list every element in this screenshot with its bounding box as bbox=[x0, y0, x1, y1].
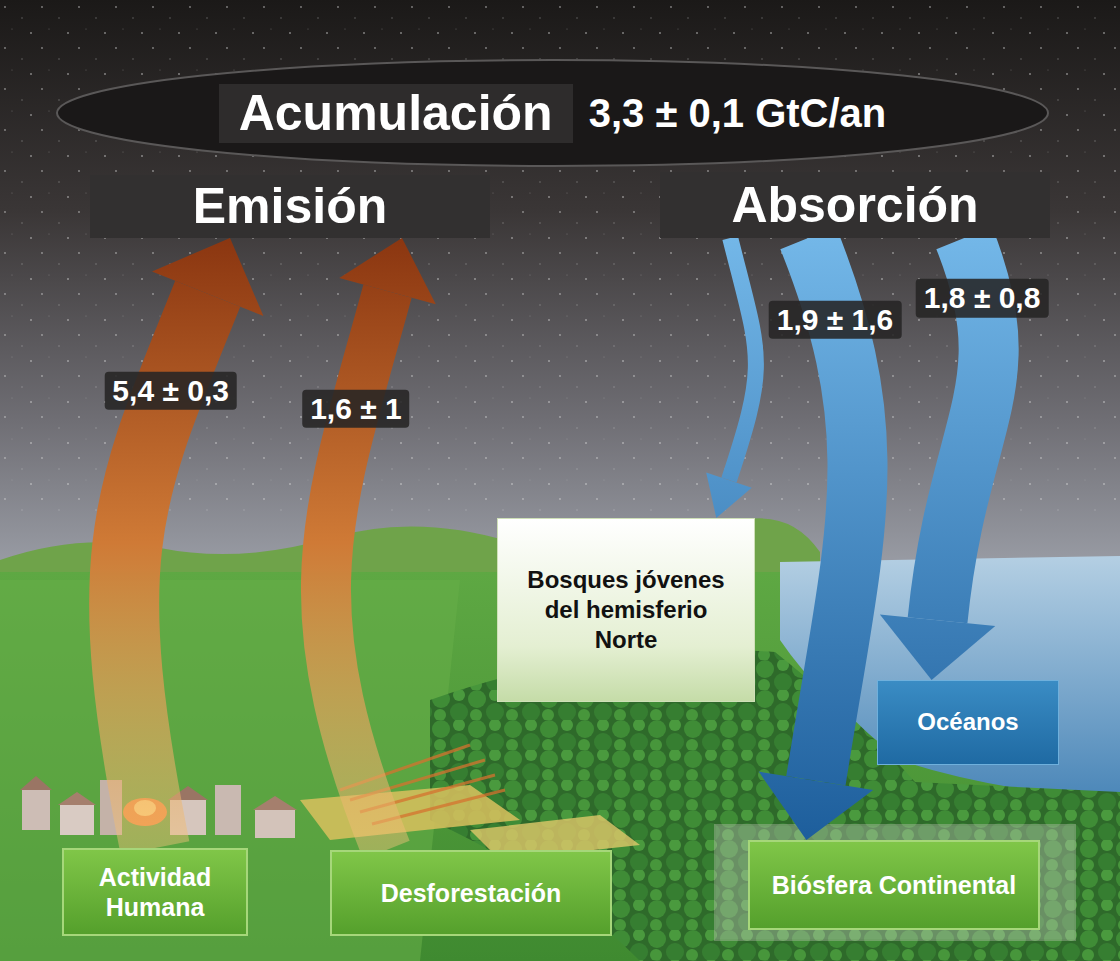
arrow-shaft bbox=[326, 291, 388, 850]
node-value: 3,3 ± 0,1 GtC/an bbox=[589, 91, 887, 135]
accumulation-ellipse: Acumulación 3,3 ± 0,1 GtC/an bbox=[55, 58, 1050, 168]
node-label: Actividad Humana bbox=[76, 862, 234, 922]
arrow-head bbox=[880, 615, 995, 680]
node-label: Emisión bbox=[193, 179, 387, 234]
node-label: Desforestación bbox=[381, 878, 562, 908]
flux-arrow bbox=[124, 238, 263, 848]
flux-value: 1,8 ± 0,8 bbox=[916, 279, 1049, 318]
emission-header: Emisión bbox=[90, 175, 490, 238]
flux-value: 5,4 ± 0,3 bbox=[104, 372, 237, 411]
flux-value: 1,6 ± 1 bbox=[302, 389, 410, 428]
node-label: Absorción bbox=[731, 178, 978, 233]
node-label: Acumulación bbox=[219, 84, 573, 143]
arrow-head bbox=[339, 238, 435, 304]
absorption-header: Absorción bbox=[660, 172, 1050, 238]
source-box: Actividad Humana bbox=[62, 848, 248, 936]
arrow-shaft bbox=[729, 238, 756, 480]
ocean-box: Océanos bbox=[877, 680, 1059, 765]
node-label: Biósfera Continental bbox=[772, 870, 1016, 900]
flux-value: 1,9 ± 1,6 bbox=[769, 300, 902, 339]
ellipse-shape bbox=[57, 60, 1048, 166]
arrow-head bbox=[152, 238, 263, 316]
arrow-head bbox=[759, 772, 874, 840]
flux-arrow bbox=[706, 238, 756, 518]
source-box: Desforestación bbox=[330, 850, 612, 936]
sink-box: Biósfera Continental bbox=[748, 840, 1040, 930]
forest-box: Bosques jóvenes del hemisferio Norte bbox=[497, 518, 755, 702]
arrow-head bbox=[706, 472, 752, 518]
node-label: Océanos bbox=[917, 708, 1018, 737]
node-label: Bosques jóvenes del hemisferio Norte bbox=[510, 565, 742, 655]
flux-arrow bbox=[326, 238, 436, 850]
